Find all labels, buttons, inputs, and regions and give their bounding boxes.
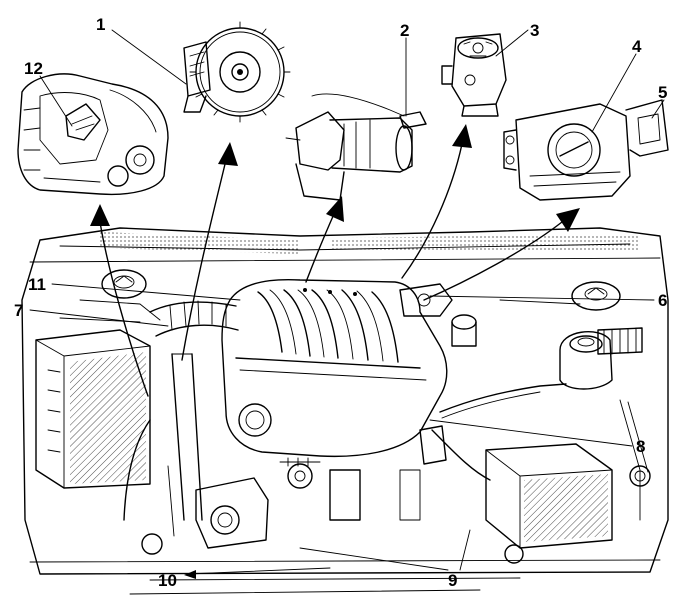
inset-throttle-body xyxy=(503,99,669,201)
inset-timing-cover xyxy=(17,73,169,196)
callout-4: 4 xyxy=(632,37,642,56)
engine-cover xyxy=(221,278,448,458)
callout-8: 8 xyxy=(636,437,645,456)
sprocket-teeth xyxy=(189,21,291,123)
coolant-reservoir xyxy=(559,331,613,390)
inset-idle-valve xyxy=(441,33,507,117)
callout-5: 5 xyxy=(658,83,667,102)
leader-9a xyxy=(299,547,449,571)
leader-7 xyxy=(29,309,169,327)
callout-6: 6 xyxy=(658,291,667,310)
callout-3: 3 xyxy=(530,21,539,40)
callout-2: 2 xyxy=(400,21,409,40)
lower-components xyxy=(141,425,651,564)
arrow-head-2 xyxy=(326,196,344,222)
air-intake-hose xyxy=(149,300,239,521)
wiring-harness xyxy=(59,299,649,521)
leader-12 xyxy=(39,75,73,127)
throttle-body-connector xyxy=(399,283,453,317)
arrow-head-3 xyxy=(452,124,472,148)
leader-6 xyxy=(429,295,655,301)
leader-10 xyxy=(167,465,175,537)
left-strut-tower xyxy=(101,269,147,299)
callout-7: 7 xyxy=(14,301,23,320)
leader-9b xyxy=(459,529,471,571)
battery xyxy=(35,329,151,489)
leader-11 xyxy=(51,283,241,301)
callout-9: 9 xyxy=(448,571,457,590)
callout-10: 10 xyxy=(158,571,177,590)
pointer-arrows xyxy=(90,124,580,397)
inset-cam-sprocket xyxy=(183,21,291,123)
callout-11: 11 xyxy=(28,275,46,294)
callout-labels: 1 2 3 4 5 6 7 8 9 10 11 12 xyxy=(14,15,667,590)
leader-1 xyxy=(111,29,187,85)
arrow-head-45 xyxy=(556,208,580,232)
fuse-box xyxy=(485,443,613,549)
leader-8 xyxy=(429,419,633,447)
callout-12: 12 xyxy=(24,59,43,78)
leader-3 xyxy=(495,29,529,57)
brake-fluid-reservoir xyxy=(451,314,477,347)
leader-lines xyxy=(29,29,665,571)
engine-bay xyxy=(21,227,669,595)
arrow-head-12 xyxy=(90,204,110,226)
callout-1: 1 xyxy=(96,15,105,34)
arrow-head-1 xyxy=(218,142,238,166)
inset-starter xyxy=(285,93,427,201)
relay-block xyxy=(597,327,643,355)
leader-4 xyxy=(591,53,637,133)
right-strut-tower xyxy=(571,281,621,311)
leader-5 xyxy=(651,99,665,119)
